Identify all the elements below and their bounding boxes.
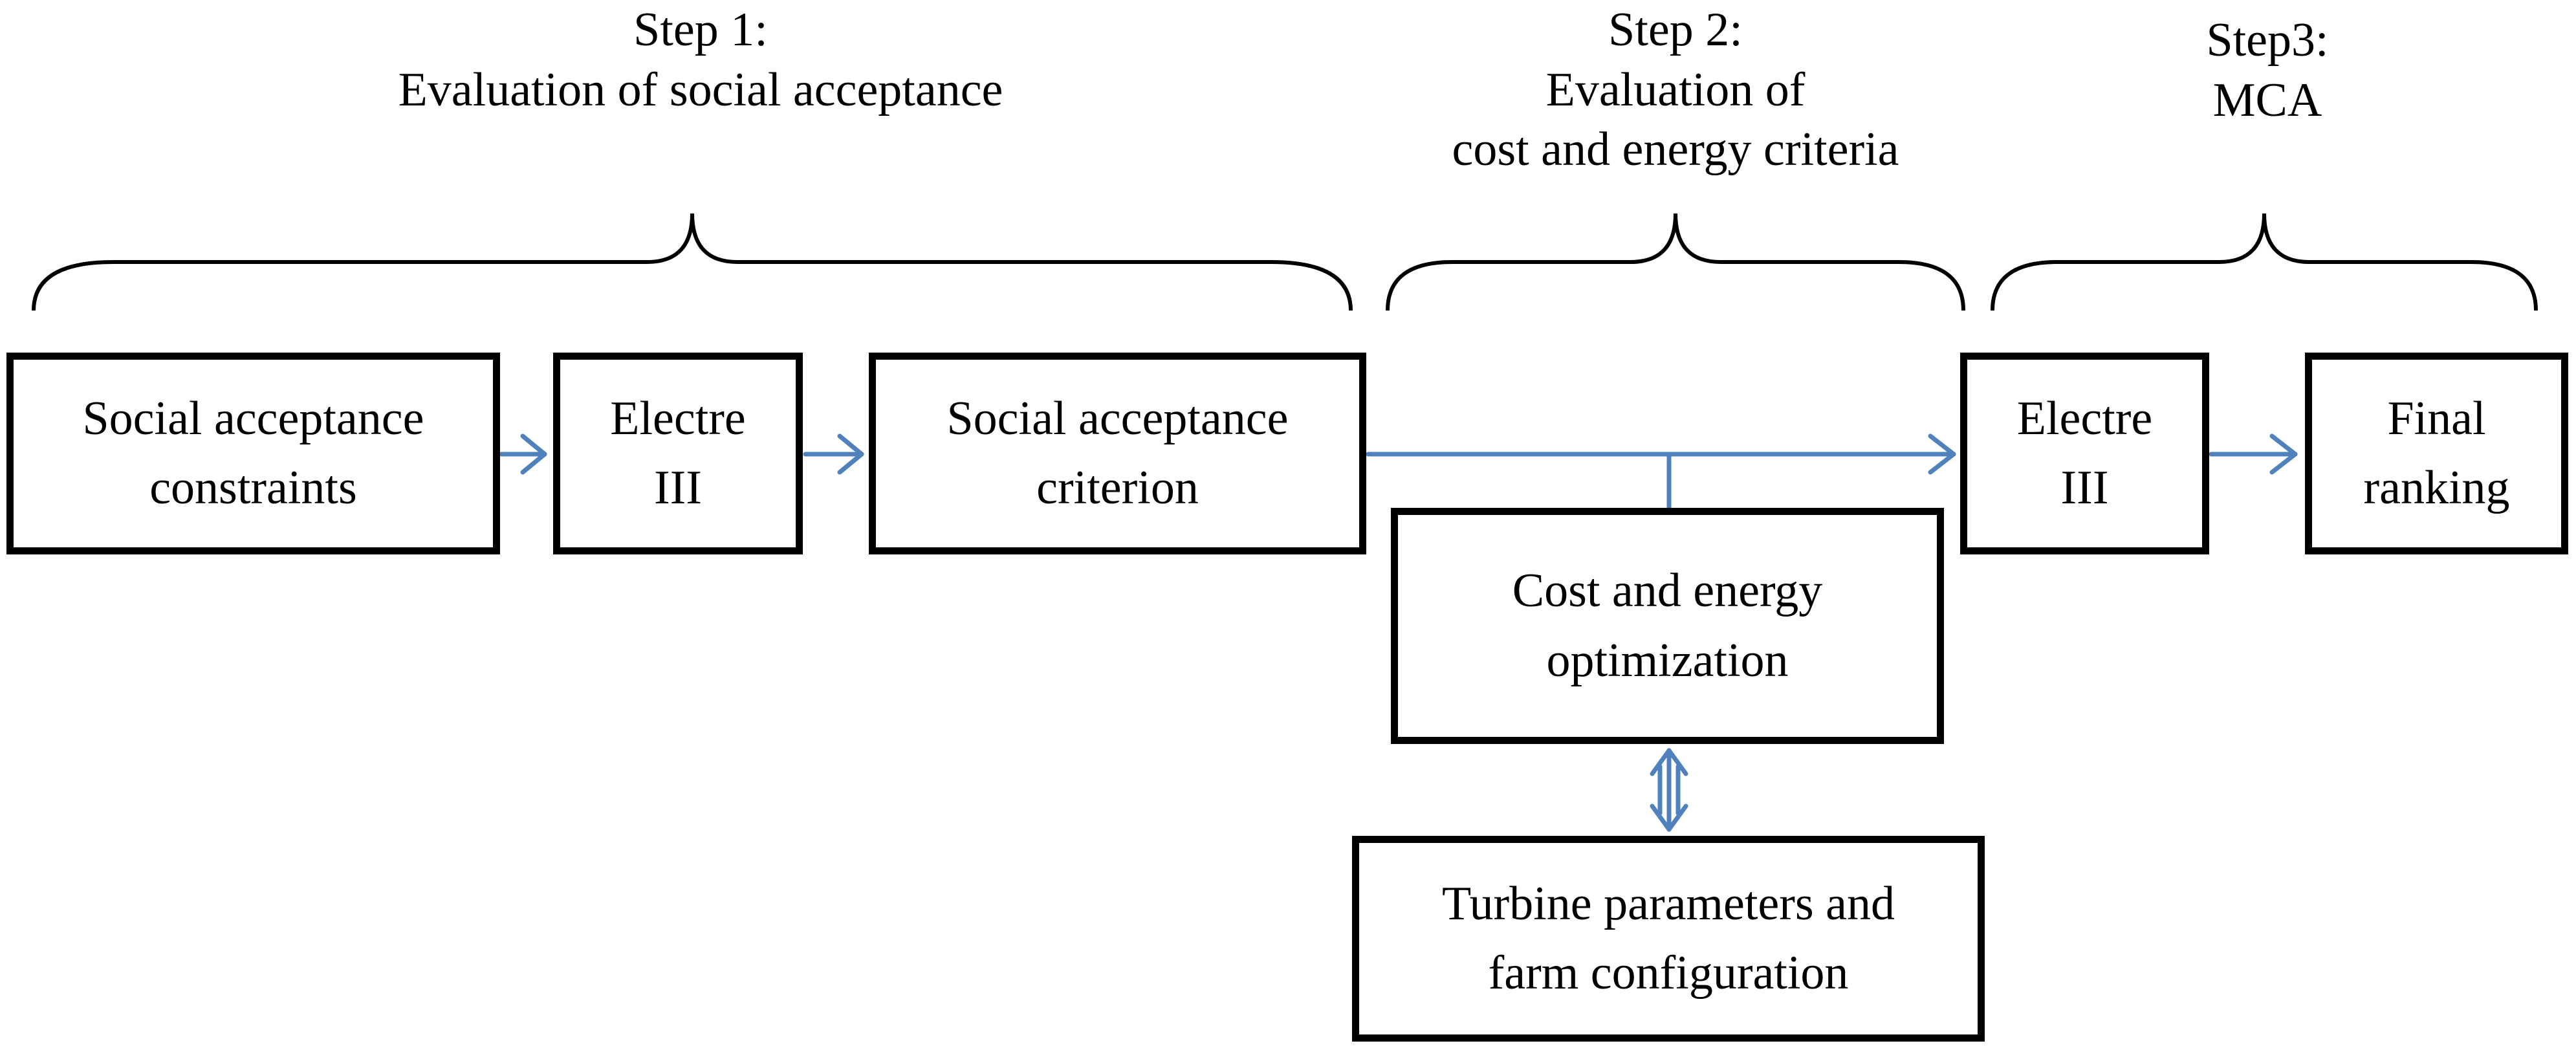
step3-brace: [1991, 213, 2538, 311]
box-line-1: Electre: [2016, 391, 2153, 445]
box-line-2: III: [654, 461, 702, 514]
arrow-constraints-to-electre-head: [520, 433, 547, 475]
step1-brace: [32, 213, 1353, 311]
arrow-criterion-to-electre2-head: [1928, 433, 1956, 475]
arrow-electre-to-criterion-head: [837, 433, 864, 475]
electre-iii-box-step3: Electre III: [1960, 353, 2209, 554]
step3-subtitle: MCA: [2212, 73, 2322, 127]
final-ranking-box: Final ranking: [2305, 353, 2568, 554]
step1-subtitle: Evaluation of social acceptance: [398, 63, 1003, 116]
box-line-1: Cost and energy: [1512, 564, 1823, 618]
step2-label: Step 2: Evaluation of cost and energy cr…: [1452, 0, 1899, 180]
step2-title: Step 2:: [1608, 3, 1743, 56]
box-line-2: constraints: [149, 461, 357, 514]
box-line-1: Electre: [610, 391, 746, 445]
box-line-2: criterion: [1036, 461, 1199, 514]
step1-title: Step 1:: [633, 3, 768, 56]
arrow-electre2-to-ranking-head: [2269, 433, 2298, 475]
box-line-2: farm configuration: [1488, 946, 1849, 1000]
box-line-2: III: [2060, 461, 2109, 514]
step2-subtitle: Evaluation of: [1545, 63, 1806, 116]
box-line-2: ranking: [2363, 461, 2510, 514]
step2-subtitle-2: cost and energy criteria: [1452, 123, 1899, 176]
box-line-1: Social acceptance: [82, 391, 424, 445]
electre-iii-box-step1: Electre III: [553, 353, 803, 554]
step1-label: Step 1: Evaluation of social acceptance: [398, 0, 1003, 120]
social-acceptance-constraints-box: Social acceptance constraints: [6, 353, 500, 554]
box-line-1: Final: [2387, 391, 2486, 445]
step3-label: Step3: MCA: [2206, 10, 2328, 130]
cost-energy-optimization-box: Cost and energy optimization: [1391, 508, 1944, 744]
box-line-1: Turbine parameters and: [1441, 877, 1895, 930]
social-acceptance-criterion-box: Social acceptance criterion: [869, 353, 1366, 554]
box-line-2: optimization: [1546, 633, 1789, 687]
step3-title: Step3:: [2206, 14, 2329, 67]
step2-brace: [1386, 213, 1965, 311]
box-line-1: Social acceptance: [946, 391, 1289, 445]
turbine-parameters-box: Turbine parameters and farm configuratio…: [1352, 836, 1985, 1042]
